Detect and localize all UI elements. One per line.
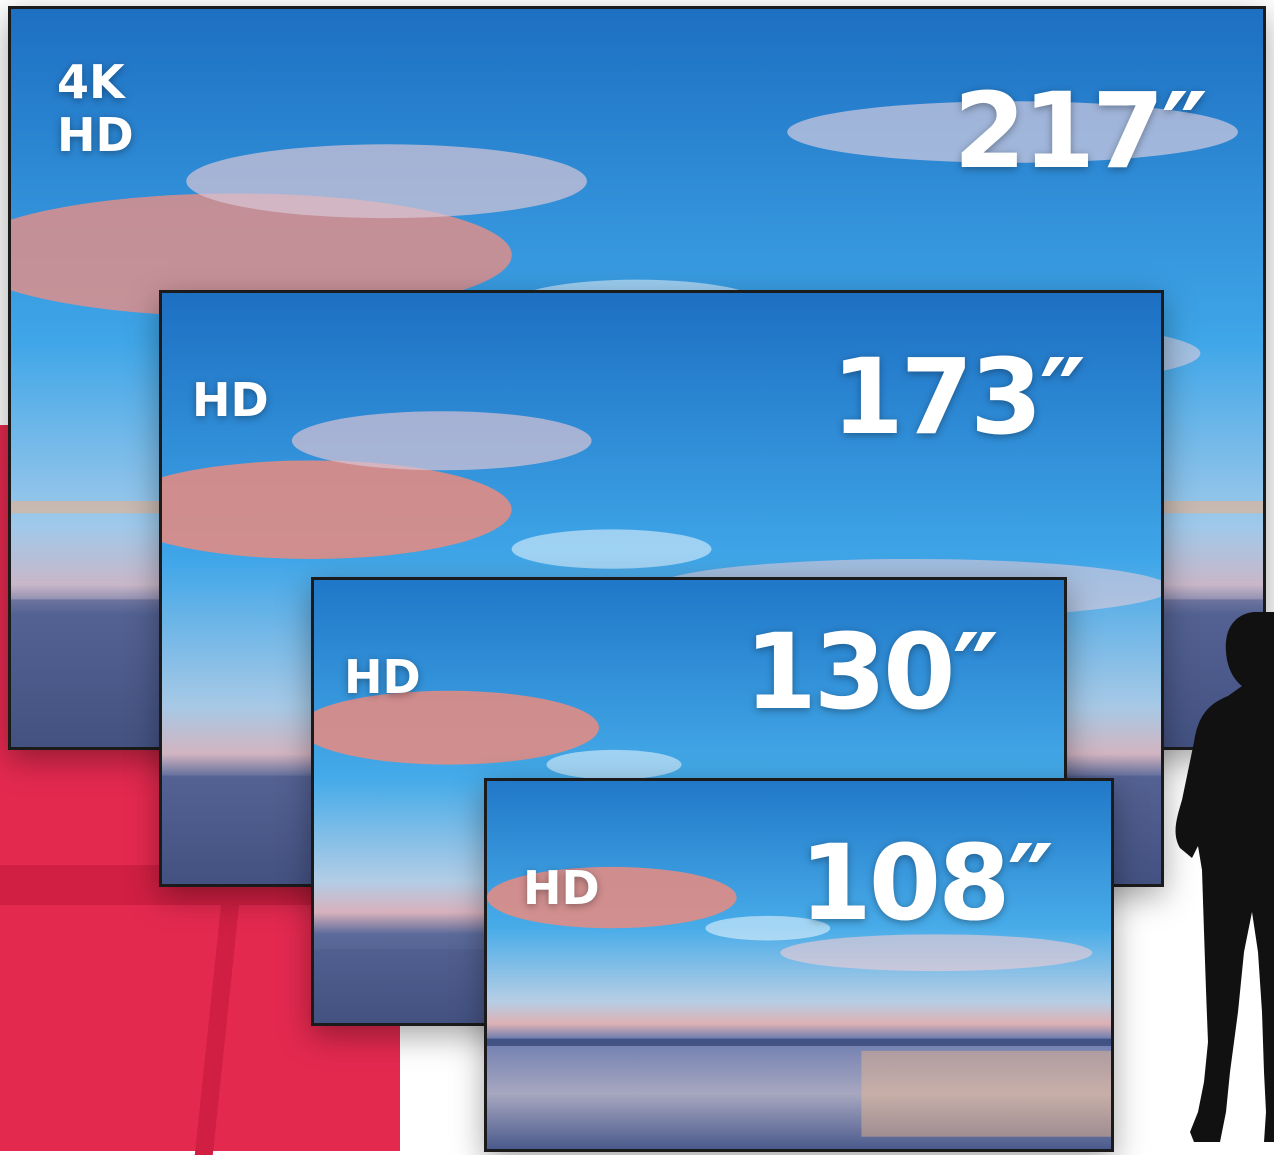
sky-scene bbox=[487, 781, 1111, 1149]
size-label-217: 217″ bbox=[953, 70, 1208, 192]
resolution-label-line2: HD bbox=[57, 108, 134, 162]
resolution-label: HD bbox=[523, 861, 600, 915]
size-label-108: 108″ bbox=[799, 822, 1054, 944]
person-silhouette-icon bbox=[1175, 612, 1274, 1142]
resolution-label: HD bbox=[344, 650, 421, 704]
screen-108: HD 108″ bbox=[484, 778, 1114, 1152]
size-label-130: 130″ bbox=[744, 611, 999, 733]
resolution-label-line1: 4K bbox=[57, 55, 125, 109]
resolution-label: HD bbox=[192, 373, 269, 427]
size-label-173: 173″ bbox=[831, 336, 1086, 458]
